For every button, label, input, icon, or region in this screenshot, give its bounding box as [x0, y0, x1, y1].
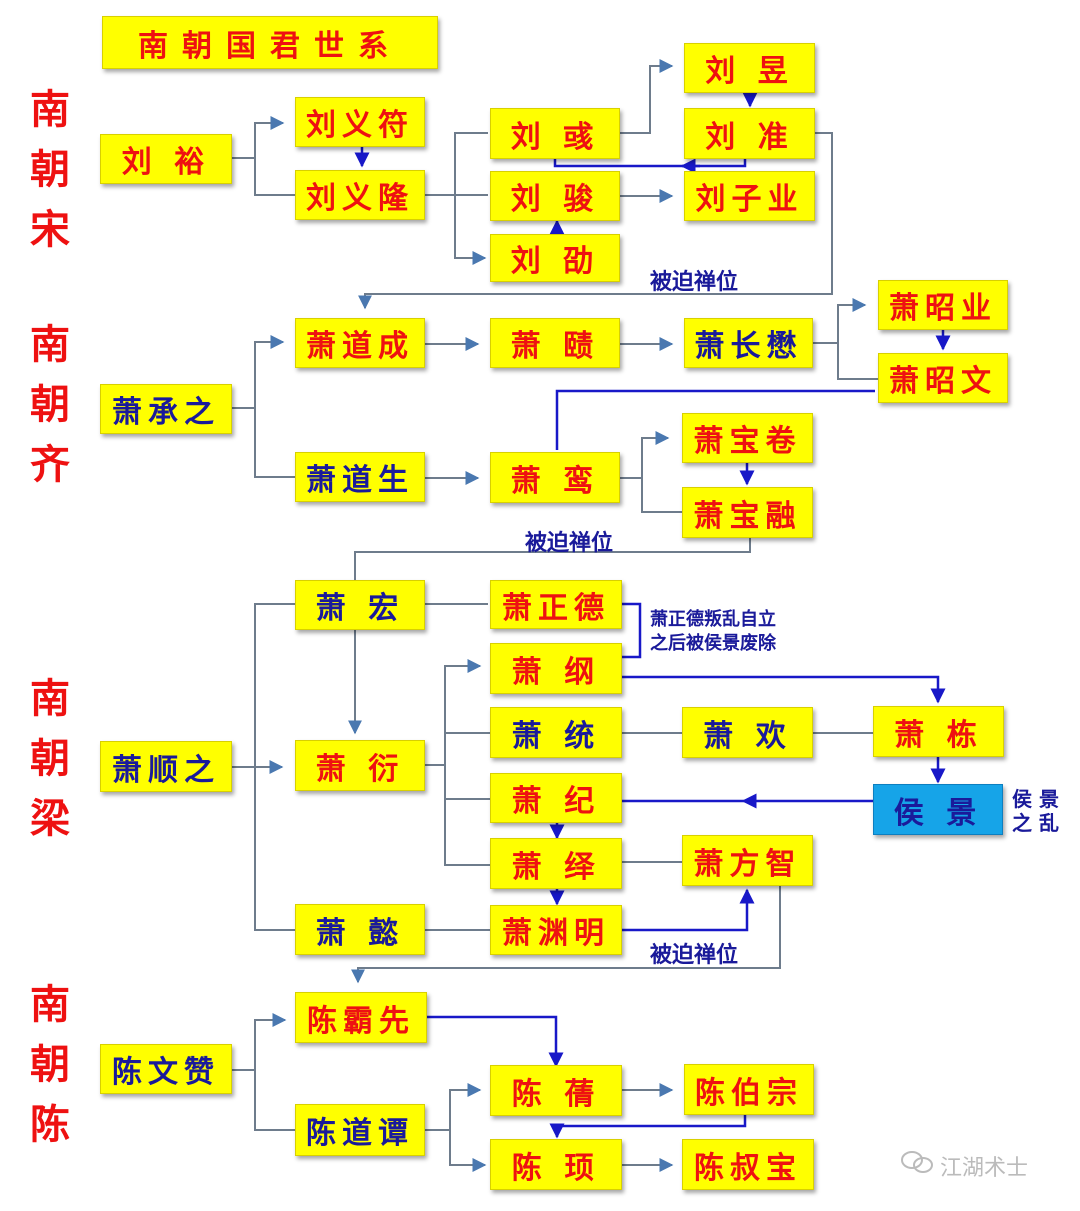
ruler-box: 萧方智: [682, 835, 813, 886]
zhengde-note-line2: 之后被侯景废除: [650, 633, 776, 654]
ruler-box: 萧 衍: [295, 740, 425, 791]
abdication-note-song: 被迫禅位: [650, 270, 739, 295]
ruler-box: 萧 纲: [490, 643, 622, 694]
chart-title: 南朝国君世系: [102, 16, 438, 69]
ruler-box: 刘义隆: [295, 170, 425, 220]
ruler-box: 刘 昱: [684, 43, 815, 93]
ancestor-box: 陈文赞: [100, 1044, 232, 1094]
ancestor-box: 萧长懋: [684, 318, 813, 368]
dynasty-label-song: 南朝宋: [23, 88, 69, 268]
hou-jing-note-line2: 之 乱: [1012, 811, 1059, 835]
ancestor-box: 萧 统: [490, 707, 622, 758]
ruler-box: 萧正德: [490, 580, 622, 629]
ruler-box: 萧 鸾: [490, 452, 620, 503]
ancestor-box: 萧顺之: [100, 741, 232, 792]
ruler-box: 萧宝卷: [682, 413, 813, 463]
ruler-box: 刘 准: [684, 108, 815, 159]
zhengde-note-line1: 萧正德叛乱自立: [650, 609, 776, 630]
dynasty-label-liang: 南朝梁: [23, 677, 69, 857]
ancestor-box: 萧 宏: [295, 580, 425, 630]
ruler-box: 萧宝融: [682, 487, 813, 538]
abdication-note-qi: 被迫禅位: [525, 531, 614, 556]
ruler-box: 陈 顼: [490, 1139, 622, 1190]
ruler-box: 陈 蒨: [490, 1065, 622, 1116]
ruler-box: 萧昭业: [878, 280, 1008, 330]
ruler-box: 萧 纪: [490, 773, 622, 823]
ruler-box: 萧昭文: [878, 353, 1008, 403]
hou-jing-note-line1: 侯 景: [1012, 787, 1059, 811]
hou-jing-note: 侯 景 之 乱: [1012, 787, 1059, 835]
ruler-box: 萧 栋: [873, 706, 1004, 757]
ruler-box: 刘 骏: [490, 171, 620, 221]
dynasty-label-chen: 南朝陈: [23, 983, 69, 1163]
ancestor-box: 陈道谭: [295, 1104, 425, 1156]
dynasty-label-qi: 南朝齐: [23, 323, 69, 503]
watermark-text: 江湖术士: [940, 1156, 1029, 1181]
ruler-box: 刘义符: [295, 97, 425, 147]
abdication-note-liang: 被迫禅位: [650, 943, 739, 968]
ruler-box: 陈叔宝: [682, 1139, 814, 1190]
ruler-box: 陈霸先: [295, 992, 427, 1043]
wechat-icon: [901, 1151, 933, 1173]
hou-jing-box: 侯 景: [873, 784, 1003, 835]
zhengde-note: 萧正德叛乱自立 之后被侯景废除: [650, 608, 776, 656]
ruler-box: 刘 彧: [490, 108, 620, 159]
ancestor-box: 萧道生: [295, 452, 425, 502]
ruler-box: 萧渊明: [490, 905, 622, 955]
ruler-box: 刘 劭: [490, 234, 620, 282]
ruler-box: 萧 赜: [490, 318, 620, 368]
ruler-box: 陈伯宗: [684, 1064, 814, 1115]
ruler-box: 刘子业: [684, 171, 815, 221]
ruler-box: 刘 裕: [100, 134, 232, 184]
ancestor-box: 萧 懿: [295, 904, 425, 955]
ruler-box: 萧道成: [295, 318, 425, 368]
ancestor-box: 萧承之: [100, 384, 232, 434]
ancestor-box: 萧 欢: [682, 707, 813, 758]
ruler-box: 萧 绎: [490, 838, 622, 889]
